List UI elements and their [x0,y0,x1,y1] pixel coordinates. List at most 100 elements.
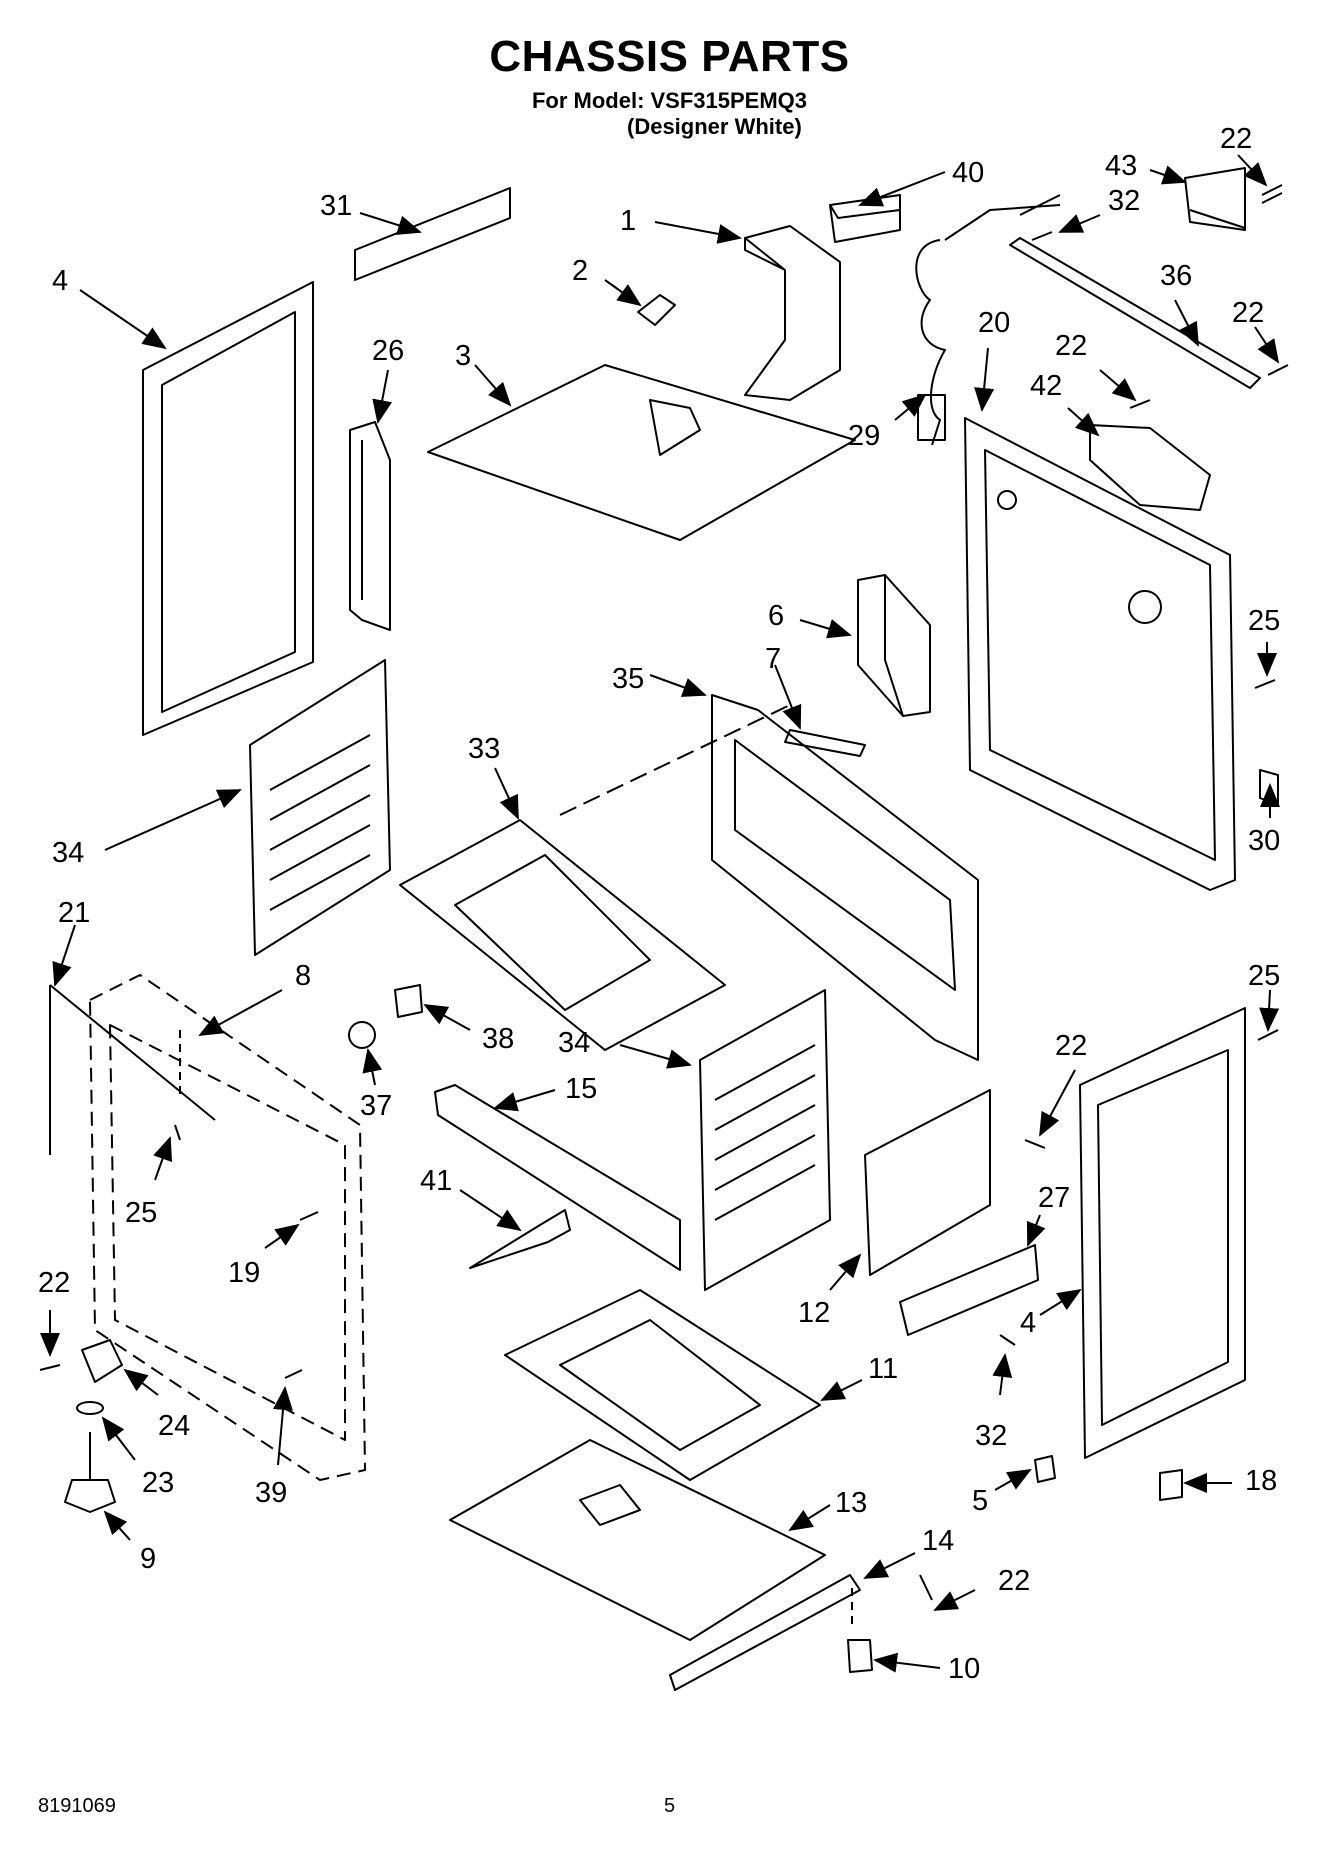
leader-39 [273,1386,293,1466]
leader-27 [1026,1214,1046,1247]
leader-23 [101,1416,136,1461]
part-15-trim [434,1084,681,1271]
leader-38 [423,1004,471,1031]
callout-36: 36 [1160,260,1192,292]
part-12-cover [864,1089,991,1276]
leader-29 [894,393,927,421]
part-33-broil-pan [399,819,726,1051]
screw-22 [1261,184,1283,204]
part-18-clip [1159,1469,1183,1501]
screw-22 [39,1364,61,1371]
leader-7 [774,664,802,730]
leader-21 [52,924,76,987]
screw-25 [1257,1029,1279,1041]
leader-9 [103,1510,131,1541]
part-23-washer [76,1401,104,1415]
screw-32 [999,1334,1016,1346]
callout-5: 5 [972,1485,988,1517]
callout-12: 12 [798,1297,830,1329]
part-6-box [857,574,931,717]
part-2-clip [637,294,676,326]
callout-22: 22 [998,1565,1030,1597]
callout-42: 42 [1030,370,1062,402]
leader-14 [863,1552,916,1579]
leader-34b [619,1044,692,1069]
callout-22: 22 [1232,297,1264,329]
callout-34: 34 [558,1027,590,1059]
leader-8 [198,989,283,1036]
callout-35: 35 [612,663,644,695]
screw-19 [299,1211,319,1221]
callout-39: 39 [255,1477,287,1509]
callout-40: 40 [952,157,984,189]
leader-1 [654,221,742,244]
leader-22c [1099,369,1137,402]
leader-13 [788,1504,831,1532]
part-37-bulb [348,1021,376,1049]
part-26-bracket [349,421,391,631]
leader-42 [1067,407,1100,437]
callout-30: 30 [1248,825,1280,857]
callout-4: 4 [52,265,68,297]
callout-14: 14 [922,1525,954,1557]
callout-2: 2 [572,255,588,287]
dash-link [559,704,791,816]
leader-32b [992,1353,1013,1396]
part-1-vent-duct [744,225,841,401]
part-10-leveler [847,1639,873,1673]
callout-26: 26 [372,335,404,367]
callout-41: 41 [420,1165,452,1197]
callout-29: 29 [848,420,880,452]
callout-19: 19 [228,1257,260,1289]
part-13-bottom-panel [449,1439,826,1641]
part-20-back-panel [964,417,1236,891]
leader-35 [649,674,707,697]
screw-39 [284,1369,303,1379]
screw-22 [1267,364,1289,376]
part-34-rack-support-right [699,989,831,1291]
part-4-left-side-panel [142,281,314,736]
screw-32 [1031,231,1053,241]
part-20-back-panel-hole [1128,590,1162,624]
screw-22 [1129,399,1151,409]
callout-25: 25 [1248,960,1280,992]
callout-23: 23 [142,1467,174,1499]
leader-41 [459,1189,522,1232]
part-36-rail [1009,237,1261,389]
leader-31 [359,212,422,235]
part-43-bracket [1184,167,1246,231]
leader-26 [372,369,392,424]
callout-8: 8 [295,960,311,992]
callout-43: 43 [1105,150,1137,182]
part-14-rail [669,1574,861,1691]
callout-15: 15 [565,1073,597,1105]
leader-22f [933,1589,976,1611]
part-29-power-cord [915,194,1061,446]
callout-18: 18 [1245,1465,1277,1497]
leader-40 [858,171,946,207]
screw-22 [1024,1139,1046,1149]
leader-19 [264,1223,300,1249]
part-21-seal-rail [49,984,216,1121]
page-title: CHASSIS PARTS [489,32,850,81]
callout-33: 33 [468,733,500,765]
part-41-sensor [469,1209,571,1269]
leader-11 [820,1379,863,1401]
callout-9: 9 [140,1543,156,1575]
leader-10 [873,1652,941,1673]
callout-32: 32 [975,1420,1007,1452]
part-20-back-panel-hole [997,490,1017,510]
model-variant: (Designer White) [627,114,802,139]
callout-1: 1 [620,205,636,237]
callout-11: 11 [868,1353,898,1385]
callout-3: 3 [455,340,471,372]
leader-36 [1174,299,1199,347]
callout-21: 21 [58,897,90,929]
callout-10: 10 [948,1653,980,1685]
model-number: For Model: VSF315PEMQ3 [531,88,808,113]
callout-25: 25 [125,1197,157,1229]
part-4-right-side-panel [1079,1007,1246,1459]
leader-4a [79,289,167,350]
part-5-clip [1034,1455,1056,1483]
